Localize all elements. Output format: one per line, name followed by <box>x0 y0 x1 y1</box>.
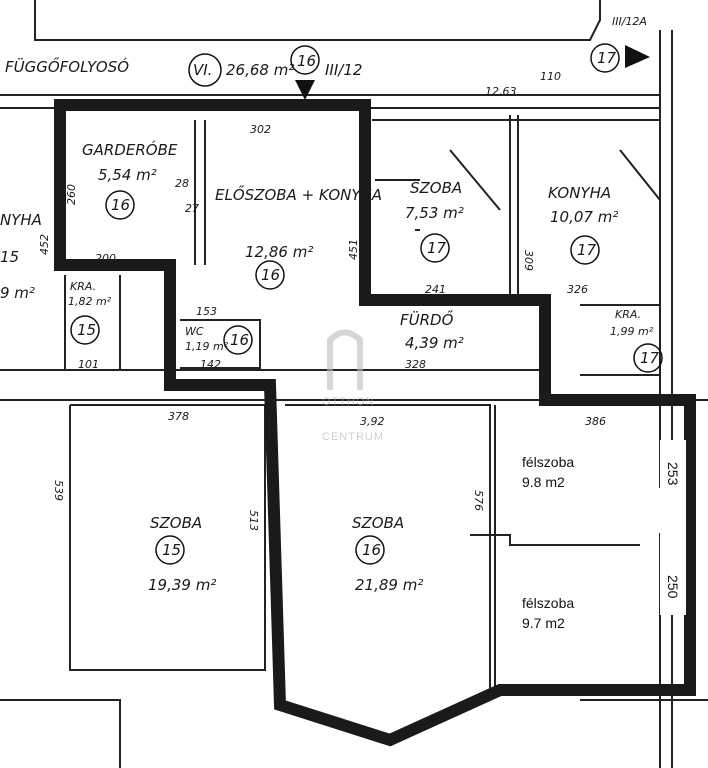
watermark-text: CENTRUM <box>322 431 384 443</box>
dim-label: 328 <box>405 358 426 371</box>
half-room-label: félszoba <box>522 454 574 470</box>
dim-label: 539 <box>52 480 65 501</box>
room-name: SZOBA <box>410 179 462 197</box>
unit-outline <box>54 99 696 747</box>
unit-circles <box>70 43 663 565</box>
unit-number: 17 <box>597 49 617 67</box>
half-room-label: félszoba <box>522 595 574 611</box>
entrance-arrow-right-icon <box>625 45 650 68</box>
room-unit: 16 <box>362 541 381 559</box>
unit-area: 26,68 m² <box>226 61 294 79</box>
dim-label: 513 <box>247 510 260 531</box>
room-name: WC <box>185 325 204 338</box>
room-name: FÜRDŐ <box>400 309 454 329</box>
half-room-annotations: félszoba 9.8 m2 félszoba 9.7 m2 253 250 <box>522 454 681 631</box>
room-area: 4,39 m² <box>405 334 464 352</box>
stair-label: III/12A <box>612 15 647 28</box>
stair-label: III/12 <box>325 61 362 79</box>
balcony-label: FÜGGŐFOLYOSÓ <box>5 56 129 76</box>
dim-label: 253 <box>665 462 681 486</box>
unit-label: VI. <box>193 61 212 79</box>
header-labels: FÜGGŐFOLYOSÓ VI. 26,68 m² 16 III/12 12,6… <box>5 15 647 98</box>
room-unit: 16 <box>261 266 280 284</box>
room-area: 5,54 m² <box>98 166 157 184</box>
watermark-logo: OTTHON CENTRUM <box>322 329 384 443</box>
room-unit: 17 <box>640 349 660 367</box>
room-name: KRA. <box>615 308 641 321</box>
room-unit: 16 <box>111 196 130 214</box>
whiteout-patch <box>555 488 660 533</box>
unit-number: 16 <box>297 52 316 70</box>
room-unit: 15 <box>162 541 181 559</box>
dim-label: 386 <box>585 415 606 428</box>
dim-label: 309 <box>522 250 535 271</box>
room-unit: 15 <box>0 248 19 266</box>
room-unit: 17 <box>577 241 597 259</box>
room-name: KONYHA <box>548 184 611 202</box>
entrance-arrow-icon <box>295 80 315 100</box>
room-area: 1,19 m² <box>185 340 229 353</box>
room-area: 21,89 m² <box>355 576 423 594</box>
dim-label: 110 <box>540 70 561 83</box>
room-name: GARDERÓBE <box>82 140 178 159</box>
half-room-area: 9.8 m2 <box>522 474 565 490</box>
room-area: 1,99 m² <box>610 325 654 338</box>
dim-label: 302 <box>250 123 271 136</box>
room-unit: 15 <box>77 321 96 339</box>
room-name: SZOBA <box>150 514 202 532</box>
dim-label: 28 <box>175 177 189 190</box>
room-name: SZOBA <box>352 514 404 532</box>
room-unit: 17 <box>427 239 447 257</box>
dim-label: 12,63 <box>485 85 517 98</box>
room-name: KRA. <box>70 280 96 293</box>
room-labels: GARDERÓBE 5,54 m² 16 ELŐSZOBA + KONYHA 1… <box>0 140 660 594</box>
dim-label: 3,92 <box>360 415 385 428</box>
dim-label: 378 <box>168 410 189 423</box>
dim-label: 250 <box>665 575 681 599</box>
room-area: 19,39 m² <box>148 576 216 594</box>
dim-label: 153 <box>196 305 217 318</box>
dim-label: 451 <box>347 239 360 260</box>
room-area: 9 m² <box>0 284 35 302</box>
room-unit: 16 <box>230 331 249 349</box>
dim-label: 200 <box>95 252 116 265</box>
dim-label: 27 <box>185 202 199 215</box>
watermark-text: OTTHON <box>322 396 374 408</box>
dim-label: 326 <box>567 283 588 296</box>
dim-label: 142 <box>200 358 221 371</box>
room-area: 12,86 m² <box>245 243 313 261</box>
dim-label: 576 <box>472 490 485 511</box>
room-area: 10,07 m² <box>550 208 618 226</box>
dim-label: 101 <box>78 358 99 371</box>
dim-label: 452 <box>38 234 51 255</box>
room-area: 1,82 m² <box>68 295 112 308</box>
room-name: ELŐSZOBA + KONYHA <box>215 184 382 204</box>
dim-label: 241 <box>425 283 446 296</box>
room-area: 7,53 m² <box>405 204 464 222</box>
half-room-area: 9.7 m2 <box>522 615 565 631</box>
whiteout-patch <box>660 440 686 615</box>
dim-label: 260 <box>65 184 78 205</box>
room-name: NYHA <box>0 211 42 229</box>
